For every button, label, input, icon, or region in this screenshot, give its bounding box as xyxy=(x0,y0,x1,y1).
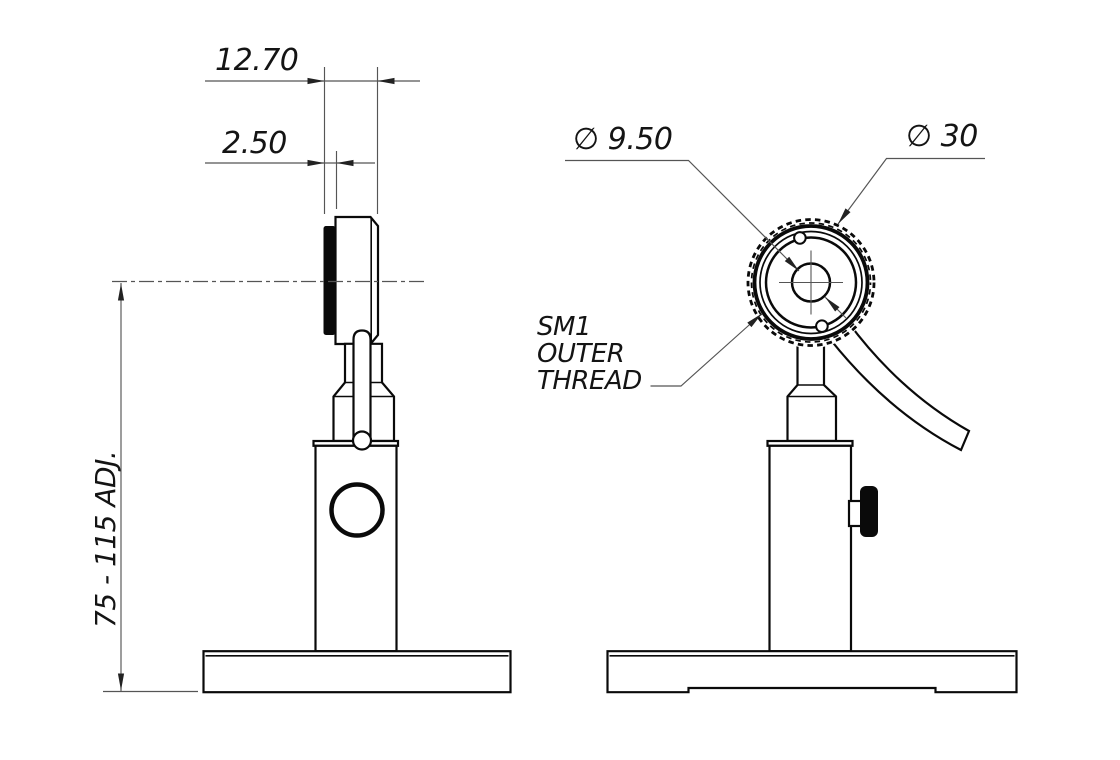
thumbscrew-hole xyxy=(329,482,385,538)
arrowhead xyxy=(117,283,125,301)
dim-text-outer-dia: ∅ 30 xyxy=(906,119,978,154)
leader-aperture xyxy=(565,159,800,272)
arrowhead xyxy=(747,313,762,328)
dim-text-width: 12.70 xyxy=(215,43,299,78)
spanner-notch-top xyxy=(793,231,807,245)
thumbscrew-knob xyxy=(860,486,878,537)
swivel-rod xyxy=(352,329,372,443)
thread-inner-circle xyxy=(759,230,863,335)
spanner-notch-bottom xyxy=(815,319,829,334)
leader-outer-dia xyxy=(837,157,985,225)
dim-text-height-range: 75 - 115 ADJ. xyxy=(89,450,122,628)
note-line-1: SM1 xyxy=(537,312,591,342)
filter-bezel xyxy=(323,226,336,335)
arrowhead xyxy=(307,159,325,167)
dimension-annotations xyxy=(103,67,985,693)
note-sm1-outer-thread: SM1 OUTER THREAD xyxy=(537,314,642,395)
post-holder-body xyxy=(314,444,398,653)
dim-text-aperture-dia: ∅ 9.50 xyxy=(573,122,673,157)
arrowhead xyxy=(377,77,395,85)
arrowhead xyxy=(336,159,354,167)
knurled-rim-inner xyxy=(750,222,872,343)
cable xyxy=(828,320,971,452)
note-line-3: THREAD xyxy=(537,366,642,396)
front-post-holder-body xyxy=(768,444,853,653)
detector-head-outline xyxy=(334,215,380,346)
note-line-2: OUTER xyxy=(537,339,625,369)
base-side xyxy=(202,650,512,694)
knurled-rim-outer xyxy=(746,218,876,347)
base-front xyxy=(606,650,1018,694)
arrowhead xyxy=(117,673,125,691)
swivel-ball xyxy=(351,430,373,451)
arrowhead xyxy=(838,208,851,224)
dim-text-offset: 2.50 xyxy=(222,126,287,161)
side-view xyxy=(202,215,512,694)
arrowhead xyxy=(784,256,799,271)
arrowhead xyxy=(825,297,840,312)
arrowhead xyxy=(307,77,325,85)
leader-sm1-thread xyxy=(650,313,763,387)
front-view xyxy=(606,217,1018,694)
front-stem-and-post-top xyxy=(786,336,838,443)
retaining-ring xyxy=(764,236,858,329)
